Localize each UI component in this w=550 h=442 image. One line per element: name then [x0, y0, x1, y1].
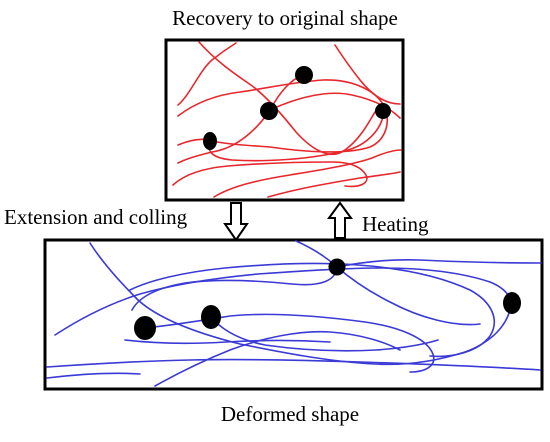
original-chain	[213, 149, 402, 198]
label-recovery: Recovery to original shape	[172, 6, 398, 30]
deformed-chain	[46, 372, 141, 379]
crosslink-point	[295, 66, 313, 84]
original-chain	[177, 42, 237, 106]
deformed-shape-panel	[43, 238, 544, 391]
crosslink-point	[260, 102, 278, 120]
original-chain	[177, 74, 304, 164]
original-chain	[267, 171, 401, 198]
original-shape-panel	[164, 38, 405, 202]
up-arrow-icon	[327, 201, 353, 239]
original-chain	[172, 161, 368, 188]
crosslink-point	[134, 316, 156, 340]
crosslink-point	[375, 103, 391, 119]
down-arrow-icon	[223, 202, 249, 242]
original-chain	[334, 44, 401, 105]
original-chain	[207, 107, 385, 162]
crosslink-point	[328, 258, 346, 276]
deformed-chain	[336, 259, 542, 268]
deformed-chain	[295, 240, 481, 326]
crosslink-point	[503, 292, 521, 314]
deformed-chain	[154, 330, 401, 387]
deformed-chain	[124, 339, 331, 345]
crosslink-point	[203, 132, 217, 150]
deformed-chain	[46, 358, 541, 371]
label-deformed: Deformed shape	[221, 402, 359, 426]
original-chain	[198, 41, 376, 156]
label-extension-cooling: Extension and colling	[4, 205, 188, 229]
deformed-chain	[131, 266, 338, 311]
crosslink-point	[201, 305, 221, 329]
deformed-chain	[129, 262, 495, 358]
label-heating: Heating	[362, 212, 429, 236]
deformed-chain	[54, 267, 513, 336]
deformed-chain	[210, 316, 439, 352]
